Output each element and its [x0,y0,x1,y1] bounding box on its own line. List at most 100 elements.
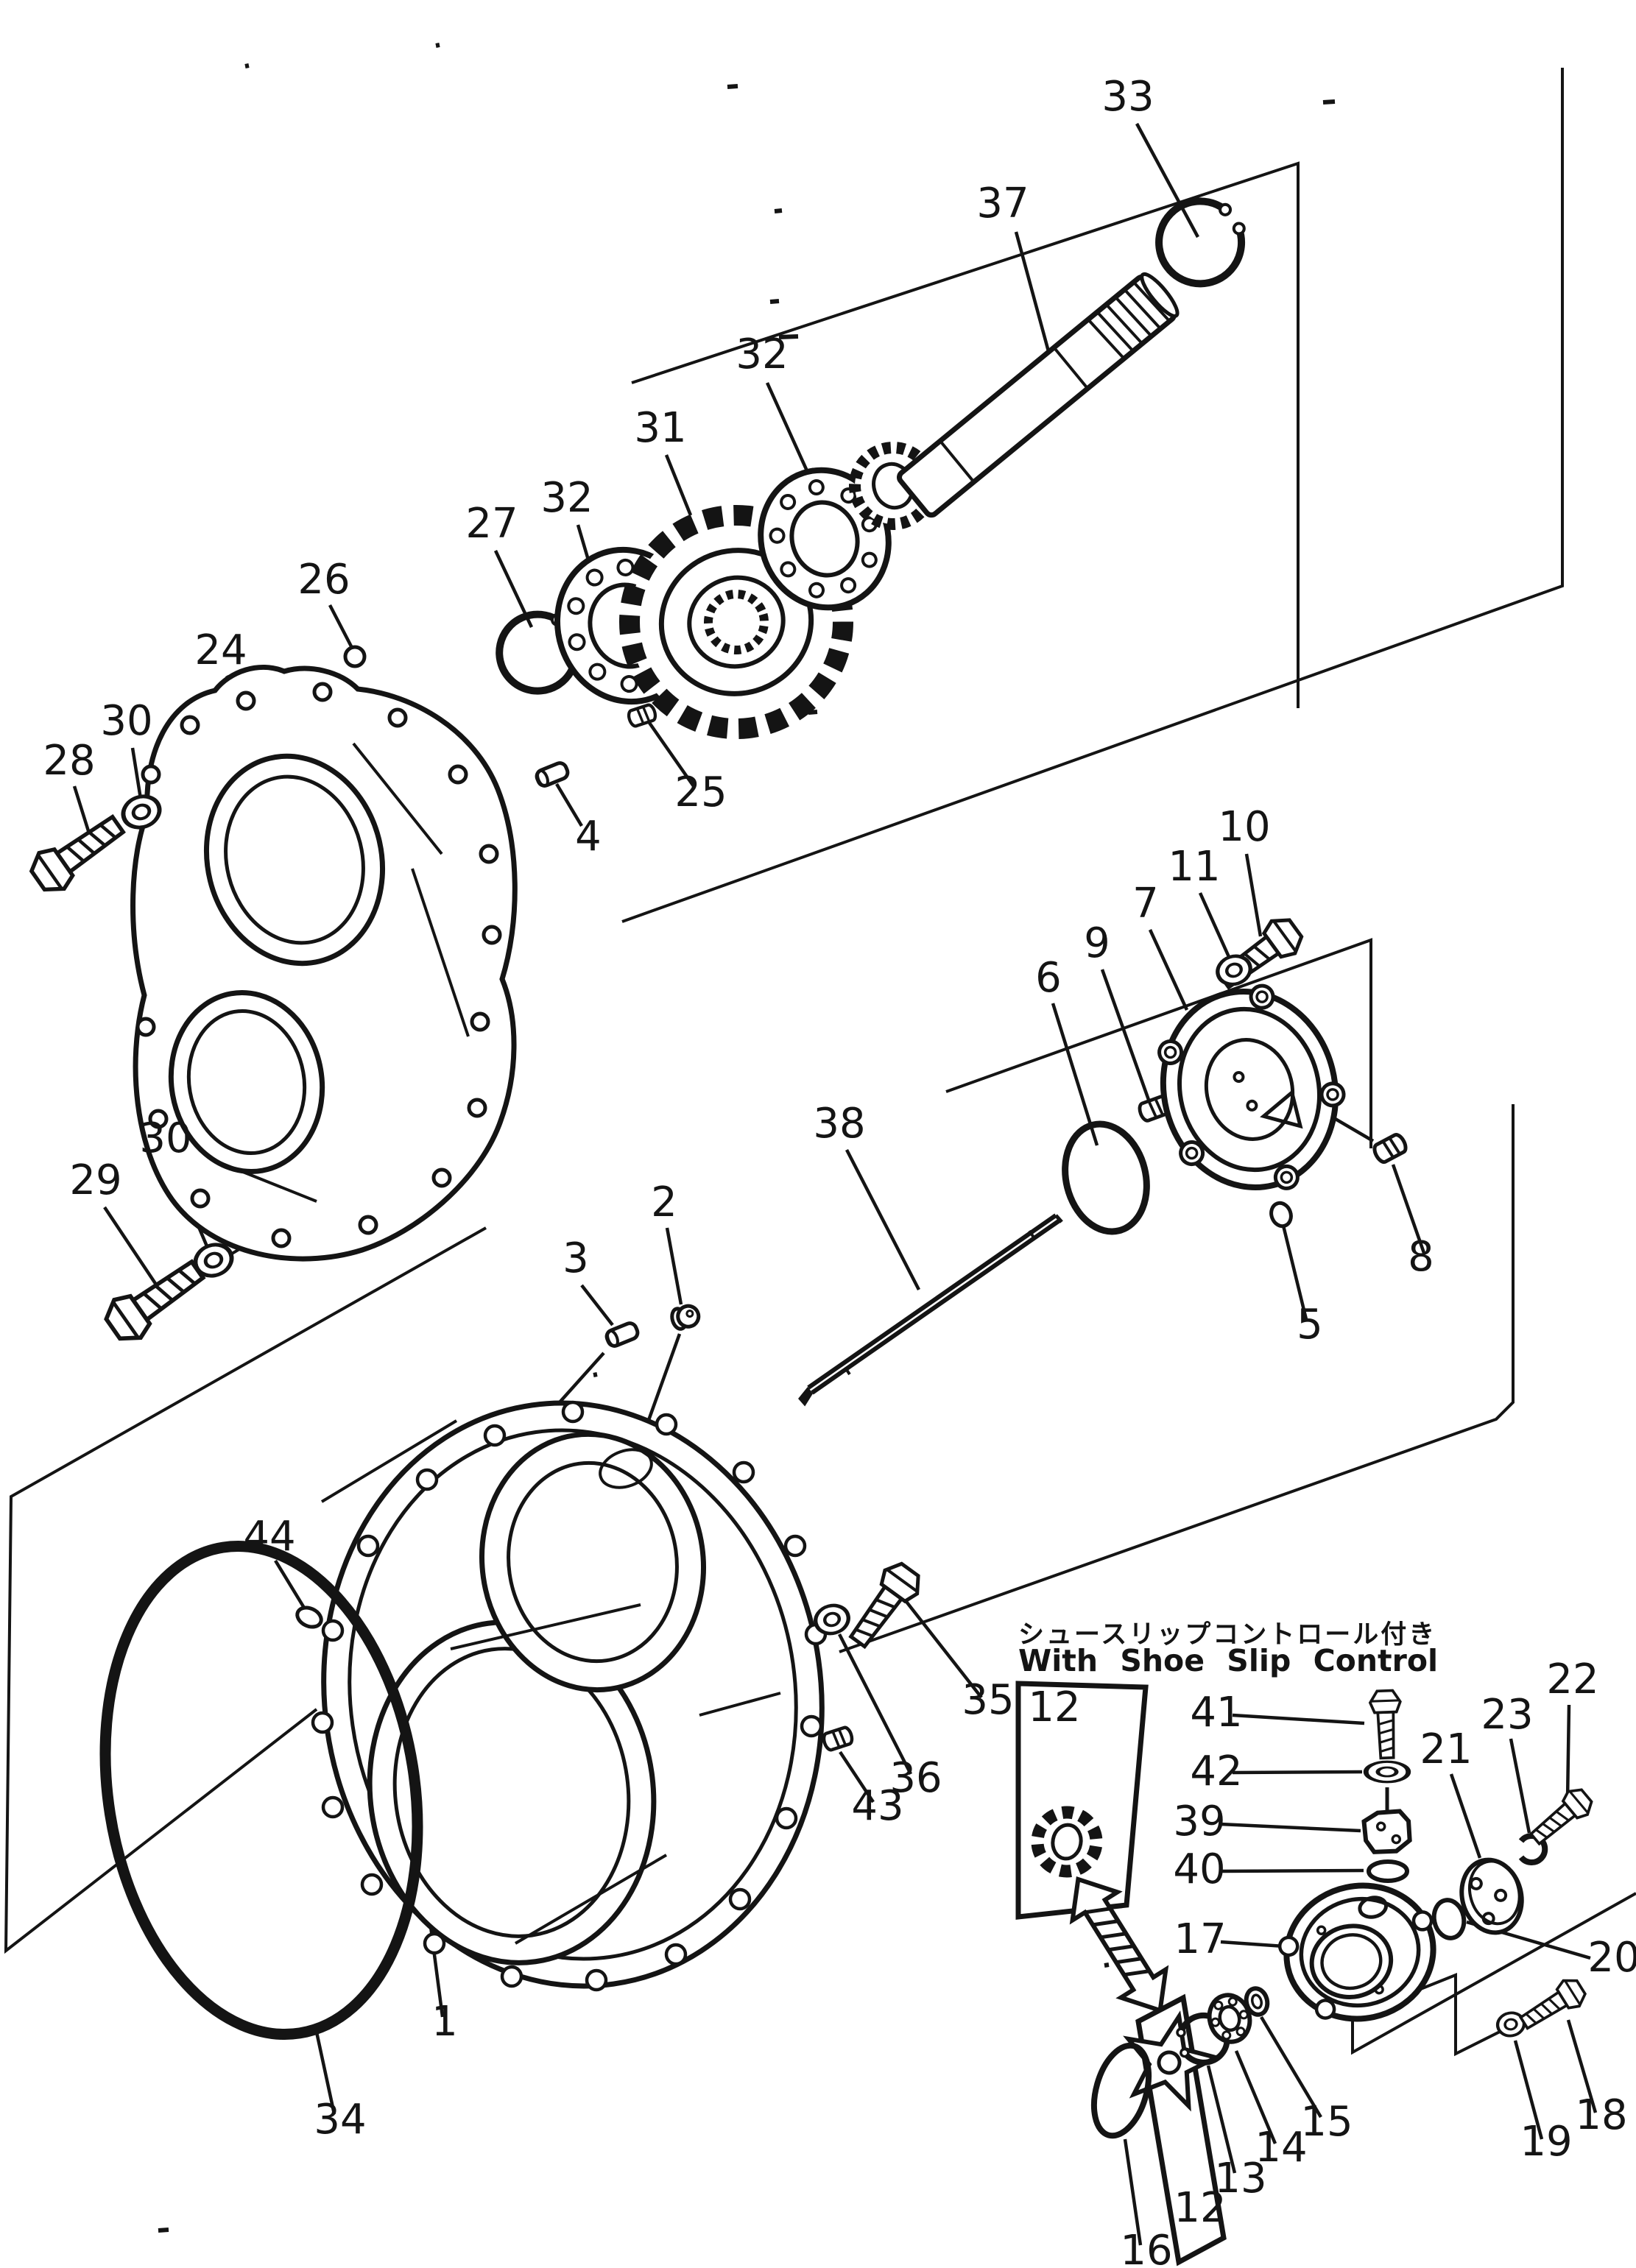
speck-mark [435,43,440,48]
leader-line [903,1597,983,1699]
leader-line [1244,853,1263,937]
callout-30: 30 [100,697,152,745]
panel-line [4,1226,487,1954]
callout-35: 35 [962,1676,1014,1724]
panel-line [320,1419,458,1503]
pin-4 [535,761,569,788]
callout-43: 43 [851,1782,903,1830]
callout-26: 26 [297,556,350,604]
callout-28: 28 [43,737,95,785]
oring-16 [1090,2042,1152,2139]
bolt-28 [26,807,130,899]
cover-17 [1277,1882,1436,2022]
leader-line [1206,2065,1237,2174]
callout-24: 24 [194,626,247,674]
bolt-22 [1523,1782,1598,1852]
leader-line [1232,1713,1365,1725]
oring-6 [1062,1120,1150,1235]
oring-40 [1367,1859,1409,1883]
callout-23: 23 [1481,1691,1533,1739]
callout-4: 4 [575,813,602,861]
callout-39: 39 [1173,1798,1225,1845]
leader-line [1148,929,1189,1011]
callout-21: 21 [1420,1725,1472,1773]
callout-6: 6 [1035,954,1062,1002]
callout-22: 22 [1546,1656,1598,1703]
speck-mark [769,299,780,304]
caption-english: With Shoe Slip Control [1018,1643,1439,1678]
leader-line [1232,1770,1363,1775]
bolt-41 [1368,1689,1404,1760]
cap-39 [1361,1809,1412,1854]
leader-line [837,1633,913,1776]
callout-14: 14 [1255,2124,1307,2172]
clip-23 [1518,1833,1548,1865]
plate-21 [1459,1857,1524,1935]
oring-5 [1269,1201,1293,1229]
leader-line [765,382,814,483]
plug-2 [670,1304,701,1331]
callout-40: 40 [1173,1845,1225,1893]
oring-26 [343,645,367,668]
leader-line [664,454,693,516]
callout-19: 19 [1520,2118,1572,2166]
callout-31: 31 [634,404,686,452]
callout-8: 8 [1408,1233,1434,1281]
callout-3: 3 [563,1234,589,1282]
bolt-35 [842,1558,926,1653]
callout-2: 2 [651,1179,677,1226]
bearing-14 [1207,1993,1252,2044]
speck-marks [158,43,1336,2233]
leader-line [1123,2138,1143,2246]
callout-1: 1 [431,1998,458,2046]
callout-36: 36 [889,1754,942,1802]
pin-3 [604,1321,639,1348]
leader-line [328,604,353,648]
callout-33: 33 [1101,73,1154,121]
plug-43 [822,1726,853,1751]
speck-mark [727,84,738,89]
washer-19 [1496,2011,1526,2038]
caption-japanese: シュースリップコントロール付き [1018,1620,1437,1650]
callout-13: 13 [1214,2155,1266,2202]
callout-42: 42 [1190,1748,1242,1795]
leader-line [1100,969,1151,1101]
callout-12: 12 [1174,2184,1226,2232]
callout-38: 38 [813,1100,865,1148]
leader-line [314,2028,336,2115]
snapring-33 [1155,197,1246,288]
leader-line [1220,1940,1285,1949]
rear-housing-24 [130,664,518,1262]
callout-41: 41 [1190,1689,1242,1737]
callout-5: 5 [1297,1301,1323,1349]
callout-9: 9 [1084,919,1110,967]
callout-27: 27 [465,500,518,548]
panel-line [839,1104,1515,1653]
callout-20: 20 [1587,1934,1636,1982]
leader-line [274,1559,306,1609]
oring-44 [295,1605,323,1629]
callout-11: 11 [1168,843,1220,891]
panel-line [1418,1973,1536,2057]
leader-line [648,721,695,788]
leader-line [1014,231,1054,363]
rod-38 [798,1213,1063,1407]
leader-line [72,785,91,834]
callout-32: 32 [736,331,788,378]
leader-line [665,1227,683,1305]
leader-lines [72,122,1598,2246]
leader-line [1449,1773,1482,1859]
callout-18: 18 [1575,2091,1627,2139]
callout-37: 37 [976,180,1029,227]
callout-29: 29 [69,1156,121,1204]
callout-32: 32 [540,474,593,522]
leader-line [1513,2040,1544,2140]
callout-12: 12 [1028,1684,1080,1731]
oring-20 [1431,1898,1467,1940]
callout-7: 7 [1132,880,1159,928]
speck-mark [778,334,799,339]
callout-44: 44 [243,1513,295,1561]
